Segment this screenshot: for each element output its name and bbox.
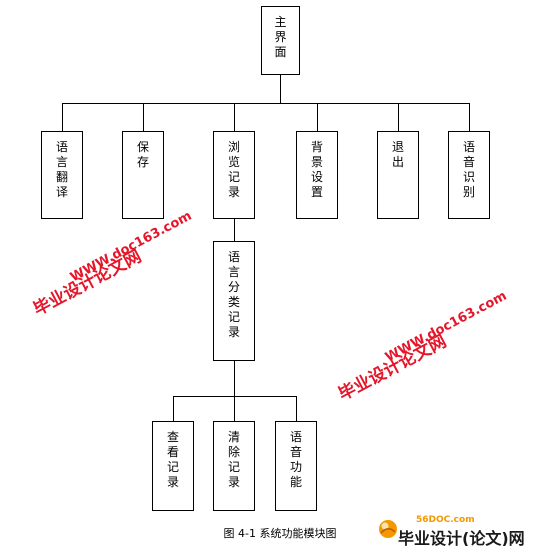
node-label: 语音识别 [462,140,475,199]
site-logo-icon [379,520,397,538]
node-exit: 退出 [377,131,419,219]
node-label: 语音功能 [289,430,302,489]
node-clear-records: 清除记录 [213,421,255,511]
node-label: 语言分类记录 [227,250,240,339]
node-speech-recognition: 语音识别 [448,131,490,219]
connector-category-down [234,361,235,396]
watermark-1-url: WWW.doc163.com [68,208,195,286]
node-label: 背景设置 [310,140,323,199]
connector-to-leaf-2 [234,396,235,421]
node-label: 主界面 [274,15,287,59]
watermark-2-url: WWW.doc163.com [383,288,510,366]
node-main-interface: 主界面 [261,6,300,75]
node-label: 退出 [391,140,404,169]
node-label: 浏览记录 [227,140,240,199]
connector-level1-bus [62,103,469,104]
node-label: 清除记录 [227,430,240,489]
connector-to-leaf-1 [173,396,174,421]
connector-to-node-2 [143,103,144,131]
site-logo-name: 毕业设计(论文)网 [398,529,525,546]
node-label: 查看记录 [166,430,179,489]
connector-browse-down [234,219,235,241]
site-logo: 56DOC.com 毕业设计(论文)网 [378,515,546,546]
node-browse-history: 浏览记录 [213,131,255,219]
site-logo-url: 56DOC.com [416,515,475,525]
connector-to-node-5 [398,103,399,131]
node-voice-function: 语音功能 [275,421,317,511]
figure-caption: 图 4-1 系统功能模块图 [223,527,337,540]
node-label: 语言翻译 [55,140,68,199]
node-language-category-records: 语言分类记录 [213,241,255,361]
node-label: 保存 [136,140,149,169]
node-background-settings: 背景设置 [296,131,338,219]
connector-to-node-4 [317,103,318,131]
node-language-translation: 语言翻译 [41,131,83,219]
node-save: 保存 [122,131,164,219]
connector-root-down [280,75,281,103]
connector-to-node-1 [62,103,63,131]
connector-to-node-6 [469,103,470,131]
node-view-records: 查看记录 [152,421,194,511]
connector-to-node-3 [234,103,235,131]
connector-to-leaf-3 [296,396,297,421]
